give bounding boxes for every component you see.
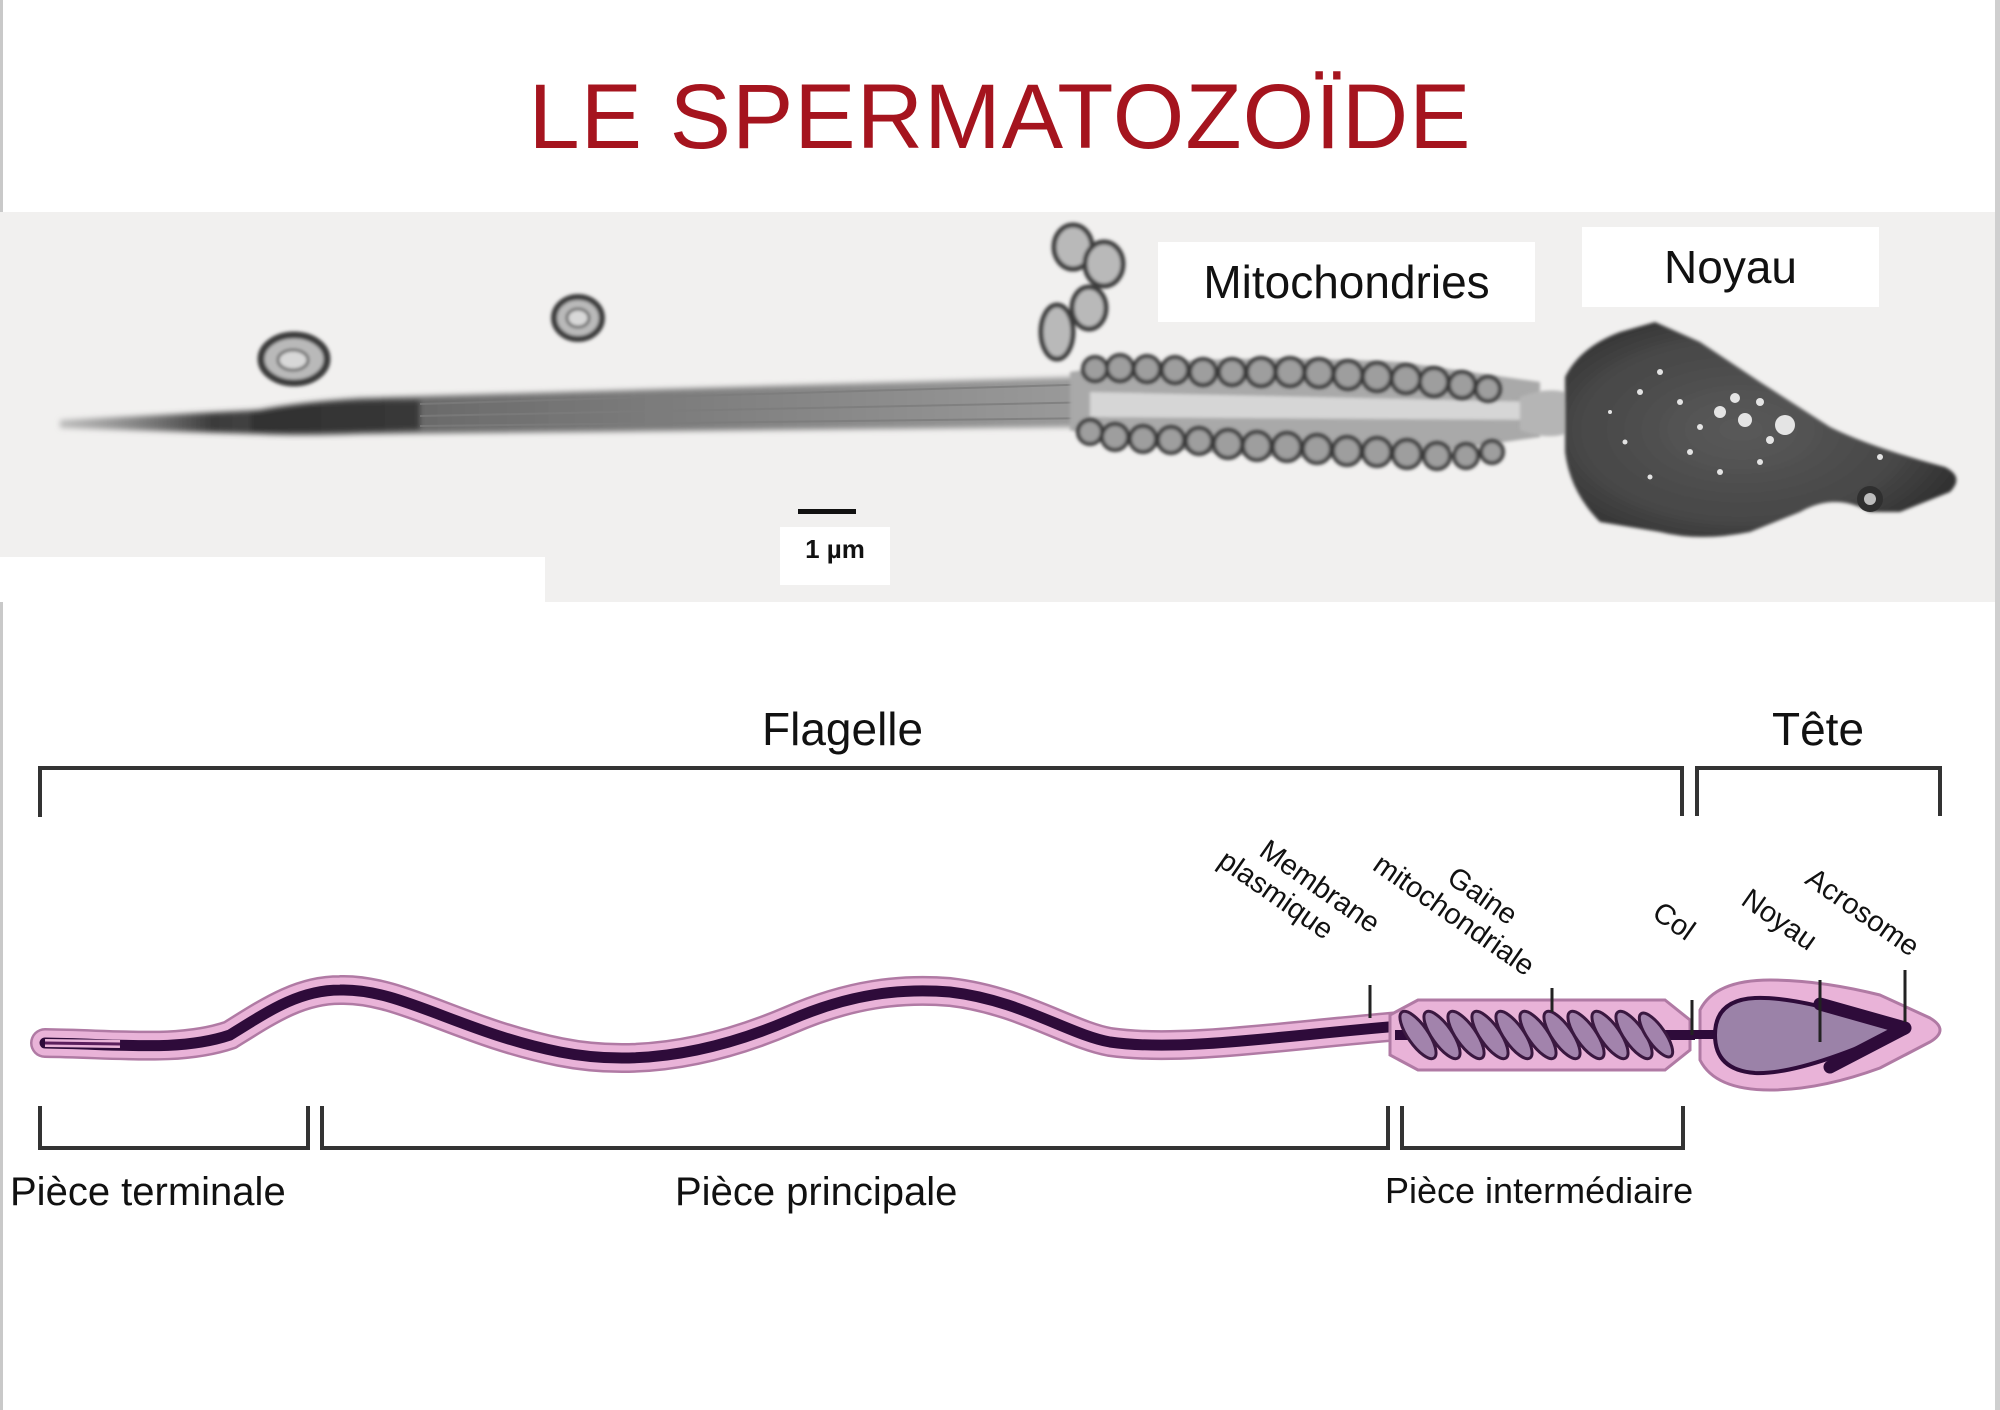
scale-bar-label: 1 µm	[780, 534, 890, 565]
head-label: Tête	[1772, 703, 1865, 755]
micrograph-label-mitochondria: Mitochondries	[1158, 242, 1535, 322]
flagellum-label: Flagelle	[762, 703, 924, 755]
micrograph-image	[0, 212, 1995, 602]
scale-text: 1 µm	[805, 534, 865, 564]
label-text: Mitochondries	[1203, 256, 1490, 308]
diagram-drawing	[30, 766, 1942, 1150]
electron-micrograph: Mitochondries Noyau 1 µm	[0, 212, 1995, 602]
end-piece-label: Pièce terminale	[10, 1170, 286, 1214]
left-border	[0, 0, 3, 1410]
middle-piece-label: Pièce intermédiaire	[1385, 1170, 1694, 1211]
micrograph-label-nucleus: Noyau	[1582, 227, 1879, 307]
middle-piece-bracket	[1400, 1106, 1685, 1150]
end-piece-bracket	[38, 1106, 310, 1150]
right-border	[1995, 0, 2000, 1410]
sperm-diagram: Flagelle Tête Membrane plasmique Gaine m…	[0, 690, 2000, 1250]
principal-piece-bracket	[320, 1106, 1390, 1150]
label-text: Noyau	[1664, 241, 1797, 293]
head-bracket	[1695, 766, 1942, 816]
page-title: LE SPERMATOZOÏDE	[528, 66, 1472, 168]
principal-piece-label: Pièce principale	[675, 1170, 958, 1214]
flagellum-bracket	[38, 766, 1684, 817]
